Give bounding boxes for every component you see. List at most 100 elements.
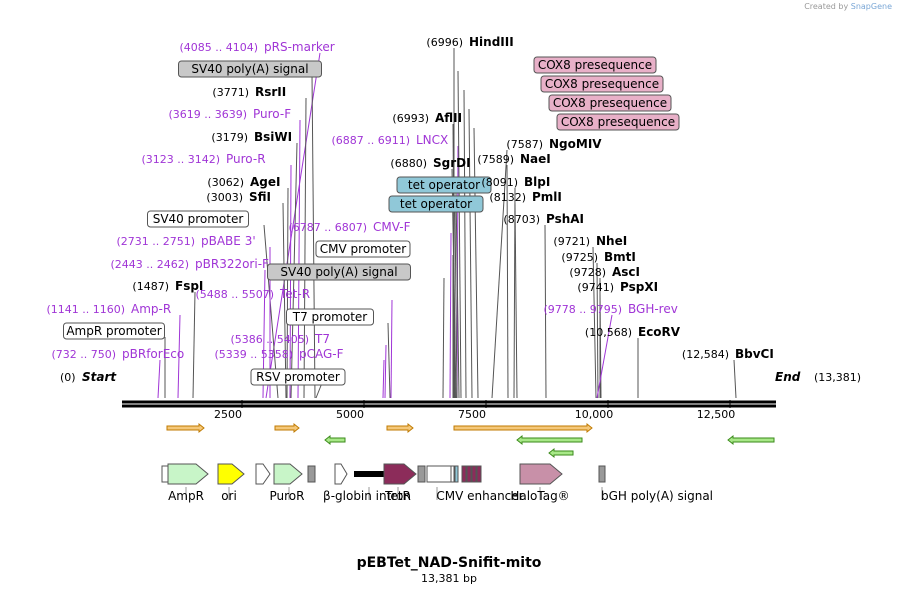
primer-name: Puro-F [253,107,291,121]
cmv-enhancer-feature[interactable] [426,465,452,483]
site-leader-line [733,359,737,399]
site-hindiii[interactable]: (6996)HindIII [426,35,513,49]
puror-feature[interactable] [273,463,303,485]
ori-feature[interactable] [217,463,245,485]
site-cmv-f[interactable]: (6787 .. 6807)CMV-F [288,220,410,234]
site-t7-promoter[interactable]: T7 promoter [286,308,374,326]
site-naei[interactable]: (7589)NaeI [477,152,550,166]
site-leader-line [514,202,518,399]
ampr-promoter-block[interactable] [161,465,169,483]
tet-operator-block[interactable] [454,465,459,483]
orf-arrow [516,434,583,446]
feature-box-label: tet operator [400,197,472,211]
site-pbrforeco[interactable]: (732 .. 750)pBRforEco [51,347,184,361]
start-label: Start [82,370,117,384]
feature-box [63,322,165,340]
site-sv40-promoter[interactable]: SV40 promoter [147,210,249,228]
scale-tick-label: 12,500 [697,408,736,421]
site-puro-r[interactable]: (3123 .. 3142)Puro-R [141,152,265,166]
sv40-promoter-feature[interactable] [255,463,271,485]
enzyme-name: AscI [612,265,640,279]
site-rsrii[interactable]: (3771)RsrII [212,85,286,99]
site-leader-line [192,291,196,399]
site-pbabe-3[interactable]: (2731 .. 2751)pBABE 3' [116,234,255,248]
site-ngomiv[interactable]: (7587)NgoMIV [506,137,602,151]
site-sgrdi[interactable]: (6880)SgrDI [390,156,470,170]
site-rsv-promoter[interactable]: RSV promoter [250,368,346,386]
site-pshai[interactable]: (8703)PshAI [503,212,584,226]
cox8-block-3[interactable] [471,465,477,483]
site-agei[interactable]: (3062) AgeI [207,175,280,189]
halotag-feature[interactable] [519,463,563,485]
site-position: (6993) [392,112,429,125]
site-amp-r[interactable]: (1141 .. 1160)Amp-R [46,302,171,316]
site-pspxi[interactable]: (9741)PspXI [577,280,658,294]
cox8-block-4[interactable] [476,465,482,483]
site-lncx[interactable]: (6887 .. 6911)LNCX [331,133,448,147]
feature-box-label: CMV promoter [320,242,407,256]
cmv-promoter-block[interactable] [450,465,455,483]
ampr-feature[interactable] [167,463,209,485]
site-tet-r[interactable]: (5488 .. 5507)Tet-R [195,287,310,301]
site-sfii[interactable]: (3003)SfiI [206,190,271,204]
site-position: (8132) [489,191,526,204]
site-prs-marker[interactable]: (4085 .. 4104)pRS-marker [179,40,334,54]
site-position: (1487) [132,280,169,293]
site-leader-line [157,359,161,399]
site-pmli[interactable]: (8132)PmlI [489,190,561,204]
site-fspi[interactable]: (1487)FspI [132,279,203,293]
enzyme-name: PshAI [546,212,584,226]
site-tet-operator[interactable]: tet operator [396,176,492,194]
enzyme-name: BmtI [604,250,636,264]
orf-arrow [274,422,300,434]
site-bbvci[interactable]: (12,584)BbvCI [682,347,774,361]
rsv-promoter-feature[interactable] [334,463,348,485]
sv40-polya-block[interactable] [307,465,316,483]
site-leader-line [491,149,508,399]
primer-position: (3619 .. 3639) [168,108,247,121]
map-size: 13,381 bp [421,572,477,585]
site-leader-line [390,299,393,399]
site-bmti[interactable]: (9725) BmtI [561,250,635,264]
site-cox8-presequence[interactable]: COX8 presequence [540,75,664,93]
site-bgh-rev[interactable]: (9778 .. 9795)BGH-rev [543,302,677,316]
site-puro-f[interactable]: (3619 .. 3639) Puro-F [168,107,291,121]
site-position: (9725) [561,251,598,264]
site-bsiwi[interactable]: (3179)BsiWI [211,130,292,144]
bgh-polya-feature[interactable] [598,465,606,483]
beta-globin-intron-feature[interactable] [354,471,384,477]
primer-position: (2731 .. 2751) [116,235,195,248]
site-aflii[interactable]: (6993)AflII [392,111,462,125]
site-position: (7589) [477,153,514,166]
feature-box-label: SV40 poly(A) signal [280,265,397,279]
site-position: (3062) [207,176,244,189]
site-leader-line [311,74,316,399]
site-blpi[interactable]: (8091)BlpI [481,175,550,189]
scale-tick-label: 5000 [336,408,364,421]
site-nhei[interactable]: (9721)NheI [553,234,627,248]
sv40-polya-block-2[interactable] [417,465,426,483]
site-ampr-promoter[interactable]: AmpR promoter [63,322,165,340]
enzyme-name: AgeI [250,175,280,189]
site-cox8-presequence[interactable]: COX8 presequence [533,56,657,74]
site-cox8-presequence[interactable]: COX8 presequence [548,94,672,112]
site-cox8-presequence[interactable]: COX8 presequence [556,113,680,131]
site-cmv-promoter[interactable]: CMV promoter [315,240,411,258]
site-sv40-poly-a-signal[interactable]: SV40 poly(A) signal [267,263,411,281]
site-position: (8091) [481,176,518,189]
site-ecorv[interactable]: (10,568)EcoRV [585,325,681,339]
site-pcag-f[interactable]: (5339 .. 5358)pCAG-F [214,347,343,361]
primer-position: (5488 .. 5507) [195,288,274,301]
primer-position: (4085 .. 4104) [179,41,258,54]
cox8-block-2[interactable] [466,465,472,483]
site-asci[interactable]: (9728)AscI [569,265,640,279]
site-pbr322ori-f[interactable]: (2443 .. 2462)pBR322ori-F [110,257,269,271]
site-t7[interactable]: (5386 .. 5405)T7 [230,332,330,346]
cox8-block-1[interactable] [461,465,467,483]
tetr-feature[interactable] [383,463,417,485]
site-position: (9741) [577,281,614,294]
site-sv40-poly-a-signal[interactable]: SV40 poly(A) signal [178,60,322,78]
site-leader-line [286,187,289,399]
site-tet-operator[interactable]: tet operator [388,195,484,213]
site-leader-line [473,127,479,399]
